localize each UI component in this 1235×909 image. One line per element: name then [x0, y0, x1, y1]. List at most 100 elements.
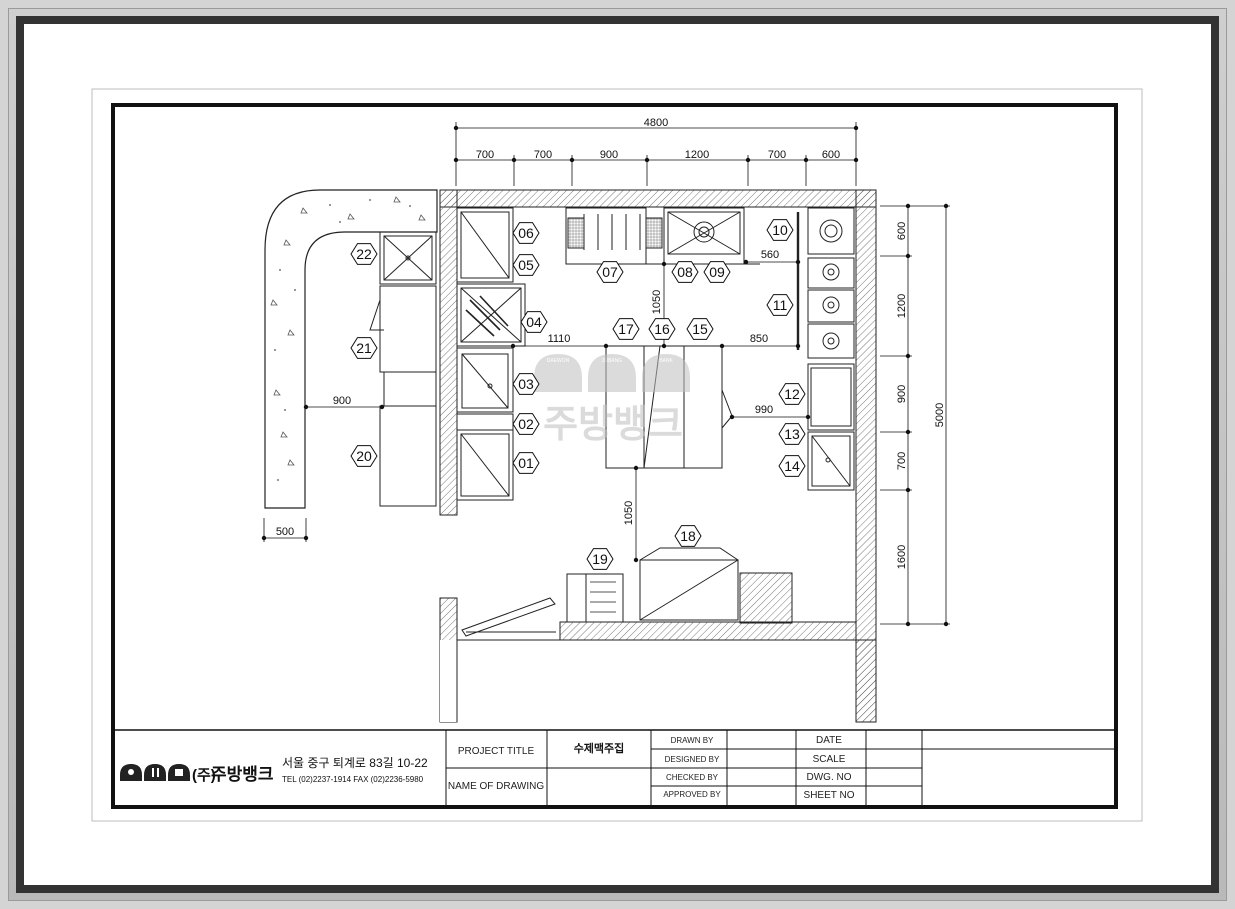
dim-left-500: 500 — [276, 526, 294, 538]
equipment-tag-label: 14 — [784, 458, 800, 474]
watermark: DAEWON JUBANG BANK 주방뱅크 — [534, 354, 690, 446]
equipment-tag-12: 12 — [778, 383, 806, 405]
equipment-tag-label: 04 — [526, 314, 542, 330]
equipment-tag-hexagon — [648, 318, 676, 340]
dim-top-6: 600 — [822, 149, 840, 161]
title-block: (주) 주방뱅크 서울 중구 퇴계로 83길 10-22 TEL (02)223… — [115, 729, 1114, 805]
dim-850: 850 — [750, 333, 768, 345]
designed-by-label: DESIGNED BY — [665, 755, 720, 764]
equipment-tag-label: 12 — [784, 386, 800, 402]
equipment-tag-13: 13 — [778, 423, 806, 445]
equipment-tag-label: 20 — [356, 448, 372, 464]
dim-top-2: 700 — [534, 149, 552, 161]
equipment-tag-hexagon — [350, 243, 378, 265]
equipment-tag-08: 08 — [671, 261, 699, 283]
equipment-tag-label: 08 — [677, 264, 693, 280]
dim-right-total: 5000 — [934, 403, 946, 427]
watermark-label-1: DAEWON — [547, 358, 570, 364]
project-title-value: 수제맥주집 — [574, 741, 625, 755]
equipment-tag-label: 06 — [518, 225, 534, 241]
equipment-tag-20: 20 — [350, 445, 378, 467]
dim-1110: 1110 — [548, 333, 571, 345]
equipment-tag-label: 10 — [772, 222, 788, 238]
equipment-tag-label: 19 — [592, 551, 608, 567]
equipment-tag-hexagon — [778, 423, 806, 445]
dim-1050-bottom: 1050 — [623, 501, 635, 525]
dim-right-4: 700 — [896, 452, 908, 470]
scale-label: SCALE — [813, 754, 846, 765]
dim-560: 560 — [761, 249, 779, 261]
company-logo — [120, 764, 190, 781]
equipment-tag-label: 03 — [518, 376, 534, 392]
equipment-tag-07: 07 — [596, 261, 624, 283]
equipment-tag-hexagon — [766, 294, 794, 316]
approved-by-label: APPROVED BY — [663, 790, 721, 799]
equipment-tag-21: 21 — [350, 337, 378, 359]
equipment-tag-hexagon — [512, 413, 540, 435]
equipment-tag-label: 11 — [773, 297, 788, 313]
equipment-tag-09: 09 — [703, 261, 731, 283]
equipment-tag-hexagon — [686, 318, 714, 340]
equipment-tag-label: 02 — [518, 416, 534, 432]
curved-bar-counter — [264, 189, 438, 509]
company-contact: TEL (02)2237-1914 FAX (02)2236-5980 — [282, 775, 424, 784]
walls — [439, 189, 877, 723]
equipment-tag-16: 16 — [648, 318, 676, 340]
dimension-lines — [261, 122, 950, 627]
equipment-tag-03: 03 — [512, 373, 540, 395]
equipment-tag-hexagon — [520, 311, 548, 333]
project-title-label: PROJECT TITLE — [458, 746, 535, 757]
watermark-label-2: JUBANG — [602, 358, 622, 364]
dim-right-2: 1200 — [896, 294, 908, 318]
equipment-tag-label: 07 — [602, 264, 618, 280]
equipment-tag-15: 15 — [686, 318, 714, 340]
equipment-tag-10: 10 — [766, 219, 794, 241]
equipment-tag-label: 22 — [356, 246, 372, 262]
dim-left-900: 900 — [333, 395, 351, 407]
watermark-text: 주방뱅크 — [543, 404, 683, 446]
equipment-tag-hexagon — [512, 254, 540, 276]
company-address: 서울 중구 퇴계로 83길 10-22 — [282, 756, 428, 770]
dim-right-5: 1600 — [896, 545, 908, 569]
checked-by-label: CHECKED BY — [666, 773, 719, 782]
equipment-tag-01: 01 — [512, 452, 540, 474]
equipment-tag-label: 09 — [709, 264, 725, 280]
equipment-tag-label: 01 — [518, 455, 534, 471]
equipment-bar-side — [369, 231, 437, 507]
equipment-left-column — [456, 207, 526, 501]
dim-overall-width: 4800 — [644, 117, 668, 129]
equipment-tag-label: 18 — [680, 528, 696, 544]
equipment-tag-label: 05 — [518, 257, 534, 273]
equipment-tag-22: 22 — [350, 243, 378, 265]
equipment-tag-hexagon — [512, 222, 540, 244]
equipment-tag-18: 18 — [674, 525, 702, 547]
equipment-tag-hexagon — [512, 452, 540, 474]
equipment-tag-hexagon — [512, 373, 540, 395]
equipment-tag-hexagon — [586, 548, 614, 570]
dim-top-1: 700 — [476, 149, 494, 161]
equipment-tag-04: 04 — [520, 311, 548, 333]
equipment-tag-06: 06 — [512, 222, 540, 244]
equipment-tag-hexagon — [778, 455, 806, 477]
equipment-tag-hexagon — [766, 219, 794, 241]
equipment-tag-19: 19 — [586, 548, 614, 570]
drawn-by-label: DRAWN BY — [671, 736, 714, 745]
dim-right-3: 900 — [896, 385, 908, 403]
date-label: DATE — [816, 735, 842, 746]
dimension-labels: 4800 700 700 900 1200 700 600 5000 600 1… — [276, 117, 946, 569]
equipment-bottom — [461, 547, 739, 637]
equipment-tag-02: 02 — [512, 413, 540, 435]
equipment-tag-label: 15 — [692, 321, 708, 337]
equipment-tag-05: 05 — [512, 254, 540, 276]
dim-right-1: 600 — [896, 222, 908, 240]
equipment-tag-hexagon — [671, 261, 699, 283]
equipment-tag-hexagon — [703, 261, 731, 283]
equipment-tag-14: 14 — [778, 455, 806, 477]
drawing-border — [111, 103, 1118, 809]
equipment-tag-hexagon — [778, 383, 806, 405]
equipment-tag-hexagon — [612, 318, 640, 340]
dim-1050-top: 1050 — [651, 290, 663, 314]
equipment-tag-hexagon — [350, 337, 378, 359]
